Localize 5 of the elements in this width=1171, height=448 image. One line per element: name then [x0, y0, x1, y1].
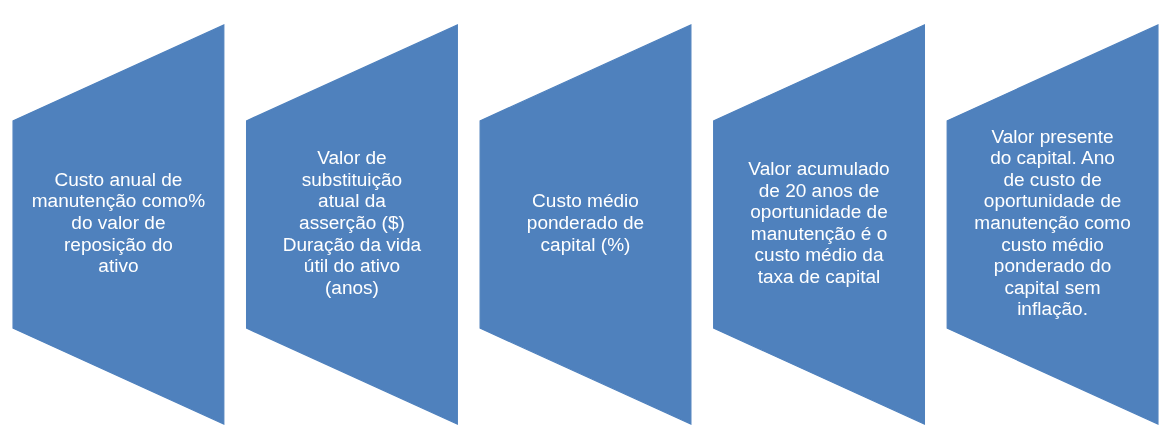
node-box: Valor presente do capital. Ano de custo de oportunidade de manutenção como custo médio ponderado do capital sem inflação. — [946, 23, 1159, 425]
node-box: Custo anual de manutenção como% do valor de reposição do ativo — [12, 23, 225, 425]
node-box: Valor acumulado de 20 anos de oportunidade de manutenção é o custo médio da taxa de capital — [713, 23, 925, 425]
node-box: Custo médio ponderado de capital (%) — [479, 23, 692, 425]
node-box: Valor de substituição atual da asserção ($) Duração da vida útil do ativo (anos) — [246, 23, 458, 425]
